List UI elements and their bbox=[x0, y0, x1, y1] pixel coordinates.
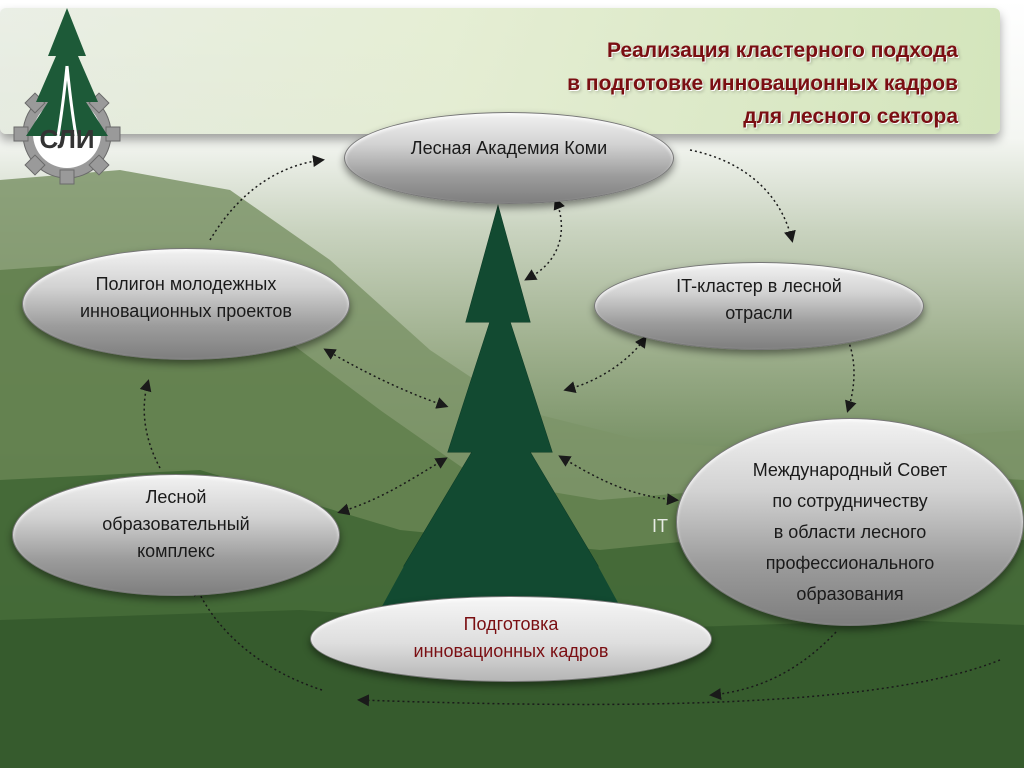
stray-label: IT bbox=[652, 516, 668, 536]
logo-text: СЛИ bbox=[39, 124, 94, 154]
title-line-3: для лесного сектора bbox=[743, 105, 958, 128]
node-base-line-2: инновационных кадров bbox=[413, 641, 609, 661]
node-council-line-3: в области лесного bbox=[773, 522, 927, 542]
arrow-tree-it bbox=[563, 335, 647, 393]
node-council-line-1: Международный Совет bbox=[752, 460, 948, 480]
arrow-it-to-council bbox=[845, 339, 857, 413]
arrow-tree-council bbox=[558, 455, 679, 506]
slide-title: Реализация кластерного подхода в подгото… bbox=[398, 34, 958, 133]
node-international-council: Международный Совет по сотрудничеству в … bbox=[676, 418, 1024, 626]
node-edu-line-1: Лесной bbox=[145, 487, 207, 507]
node-innovative-staff-training: Подготовка инновационных кадров bbox=[310, 596, 712, 682]
arrow-tree-academy bbox=[524, 197, 565, 281]
node-youth-projects-polygon: Полигон молодежных инновационных проекто… bbox=[22, 248, 350, 360]
title-line-1: Реализация кластерного подхода bbox=[606, 39, 958, 62]
node-it-line-1: IT-кластер в лесной bbox=[676, 276, 842, 296]
arrow-bottom-return bbox=[357, 659, 1001, 707]
arrow-edu-to-polygon bbox=[139, 379, 161, 469]
node-edu-line-2: образовательный bbox=[102, 514, 250, 534]
arrow-academy-to-it bbox=[689, 149, 796, 243]
arrow-tree-polygon bbox=[323, 348, 449, 409]
node-council-line-5: образования bbox=[796, 584, 904, 604]
title-line-2: в подготовке инновационных кадров bbox=[567, 72, 958, 95]
arrow-polygon-to-academy bbox=[209, 155, 325, 241]
title-banner: Реализация кластерного подхода в подгото… bbox=[0, 8, 1000, 134]
arrow-tree-edu bbox=[337, 457, 448, 516]
arrow-base-to-edu bbox=[194, 583, 323, 691]
node-it-line-2: отрасли bbox=[725, 303, 793, 323]
node-academy-label: Лесная Академия Коми bbox=[410, 138, 608, 158]
node-it-cluster: IT-кластер в лесной отрасли bbox=[594, 262, 924, 350]
node-edu-line-3: комплекс bbox=[137, 541, 215, 561]
node-council-line-4: профессионального bbox=[765, 553, 935, 573]
node-forest-academy: Лесная Академия Коми bbox=[344, 112, 674, 204]
node-polygon-line-2: инновационных проектов bbox=[80, 301, 292, 321]
node-forest-education-complex: Лесной образовательный комплекс bbox=[12, 474, 340, 596]
arrow-council-to-base bbox=[709, 631, 837, 701]
node-base-line-1: Подготовка bbox=[463, 614, 559, 634]
node-polygon-line-1: Полигон молодежных bbox=[95, 274, 277, 294]
node-council-line-2: по сотрудничеству bbox=[772, 491, 928, 511]
tree-gear-logo-icon: СЛИ bbox=[13, 8, 121, 185]
